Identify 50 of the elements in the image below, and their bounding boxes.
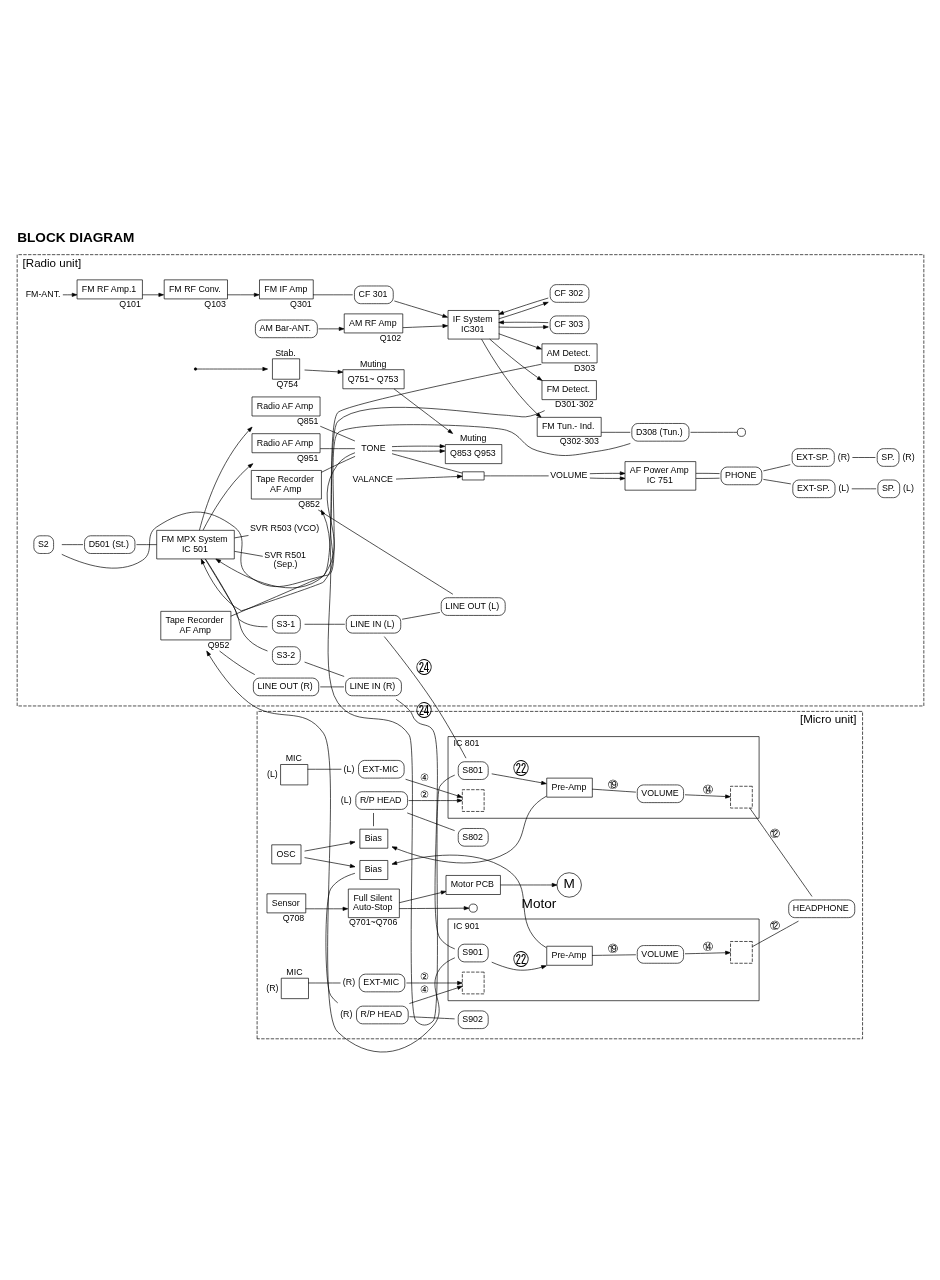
- node-label: Q103: [203, 298, 226, 309]
- node-label: (L): [266, 768, 278, 779]
- node-text: SVR R501 (Sep.): [263, 549, 306, 569]
- node-label: Q851: [296, 415, 319, 426]
- edge-label: ⑭: [702, 940, 713, 952]
- node-label: (L): [343, 763, 354, 774]
- node-label: (L): [837, 482, 849, 493]
- node-text: TONE: [360, 442, 386, 453]
- edge-label: ㉒: [512, 949, 529, 968]
- node-label: (L): [340, 794, 352, 805]
- edge-label: ②: [419, 970, 429, 982]
- node-text: VOLUME: [549, 469, 587, 480]
- node-label: D301·302: [554, 398, 594, 409]
- edge-label: ㉒: [512, 758, 529, 777]
- node-label: (R): [901, 451, 915, 462]
- node-label: Q708: [282, 912, 304, 923]
- edge-label: ④: [419, 771, 429, 783]
- node-text: VALANCE: [351, 473, 393, 484]
- node-label: MIC: [285, 966, 303, 977]
- node-text: FM-ANT.: [25, 288, 60, 299]
- node-label: Muting: [459, 432, 486, 443]
- node-label: Q754: [276, 378, 298, 389]
- node-label: (R): [265, 982, 279, 993]
- node-label: (R): [342, 976, 355, 987]
- node-label: Muting: [359, 358, 386, 369]
- edge-label: ⑭: [702, 783, 713, 795]
- node-label: Q952: [207, 639, 229, 650]
- node-label: Q101: [118, 298, 141, 309]
- diagram-title: BLOCK DIAGRAM: [16, 229, 134, 245]
- node-label: Q301: [289, 298, 312, 309]
- node-label: MIC: [285, 752, 302, 763]
- edge-label: ⑲: [607, 778, 618, 790]
- node-label: Q951: [296, 452, 319, 462]
- node-label: Q302·303: [559, 435, 599, 446]
- edge-label: ④: [419, 983, 429, 995]
- edge-label: ⑫: [769, 827, 780, 839]
- edge-label: ⑲: [607, 942, 618, 954]
- node-label: D303: [573, 362, 595, 373]
- node-text: SVR R503 (VCO): [249, 522, 319, 533]
- edge-label: ㉔: [415, 657, 432, 676]
- node-label: (L): [902, 482, 914, 493]
- node-label: (R): [837, 451, 850, 462]
- node-label: Q102: [379, 332, 401, 343]
- edge-label: ⑫: [769, 919, 780, 931]
- node-label: (R): [339, 1008, 352, 1019]
- node-label: Motor: [521, 895, 556, 911]
- edge-label: ②: [419, 788, 429, 800]
- node-label: Stab.: [274, 347, 296, 358]
- node-label: Q701~Q706: [348, 916, 397, 927]
- node-label: Q852: [297, 498, 320, 509]
